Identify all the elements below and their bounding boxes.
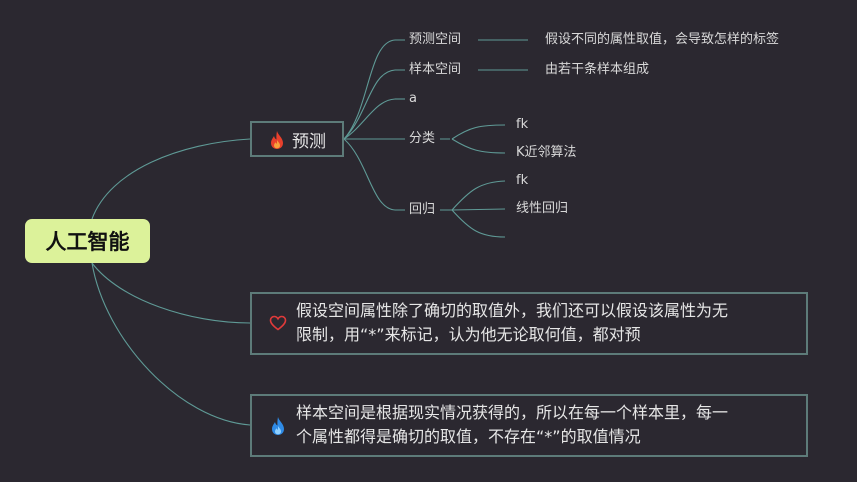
- edge-prediction-space: [343, 39, 396, 140]
- branch-prediction-space[interactable]: 预测空间: [409, 32, 462, 47]
- fire-blue-icon: [269, 416, 287, 443]
- edge-classification-knn: [451, 138, 506, 154]
- edge-classification-fk: [451, 124, 506, 140]
- branch-prediction-space-detail[interactable]: 假设不同的属性取值，会导致怎样的标签: [545, 32, 780, 47]
- edge-sample-space: [343, 69, 396, 140]
- prediction-node[interactable]: 预测: [250, 121, 344, 157]
- edge-regression-linear: [451, 208, 506, 211]
- edge-regression-fk: [451, 180, 506, 211]
- branch-regression[interactable]: 回归: [409, 202, 436, 217]
- edge-regression-empty: [451, 209, 506, 238]
- edge-root-note2: [91, 262, 251, 426]
- note-assumption-space[interactable]: 假设空间属性除了确切的取值外，我们还可以假设该属性为无 限制，用“*”来标记，认…: [250, 292, 808, 355]
- fire-red-icon: [268, 130, 286, 155]
- classification-child-knn[interactable]: K近邻算法: [516, 145, 577, 160]
- branch-sample-space[interactable]: 样本空间: [409, 62, 462, 77]
- branch-a[interactable]: a: [409, 91, 417, 106]
- note-assumption-line1: 假设空间属性除了确切的取值外，我们还可以假设该属性为无: [296, 301, 729, 320]
- note-assumption-line2: 限制，用“*”来标记，认为他无论取何值，都对预: [296, 325, 641, 344]
- root-node[interactable]: 人工智能: [25, 219, 150, 263]
- edge-root-prediction: [91, 138, 251, 220]
- classification-child-fk[interactable]: fk: [516, 117, 529, 132]
- note-sample-line2: 个属性都得是确切的取值，不存在“*”的取值情况: [296, 427, 641, 446]
- note-sample-space[interactable]: 样本空间是根据现实情况获得的，所以在每一个样本里，每一 个属性都得是确切的取值，…: [250, 394, 808, 457]
- branch-sample-space-detail[interactable]: 由若干条样本组成: [545, 62, 650, 77]
- root-node-label: 人工智能: [45, 230, 130, 254]
- edge-regression: [343, 138, 396, 211]
- edge-root-note1: [91, 262, 251, 324]
- edge-a: [343, 98, 396, 140]
- prediction-node-label: 预测: [292, 131, 326, 152]
- regression-child-fk[interactable]: fk: [516, 173, 529, 188]
- regression-child-linear[interactable]: 线性回归: [516, 201, 569, 216]
- heart-outline-icon: [269, 314, 287, 338]
- note-sample-line1: 样本空间是根据现实情况获得的，所以在每一个样本里，每一: [296, 403, 729, 422]
- branch-classification[interactable]: 分类: [409, 131, 436, 146]
